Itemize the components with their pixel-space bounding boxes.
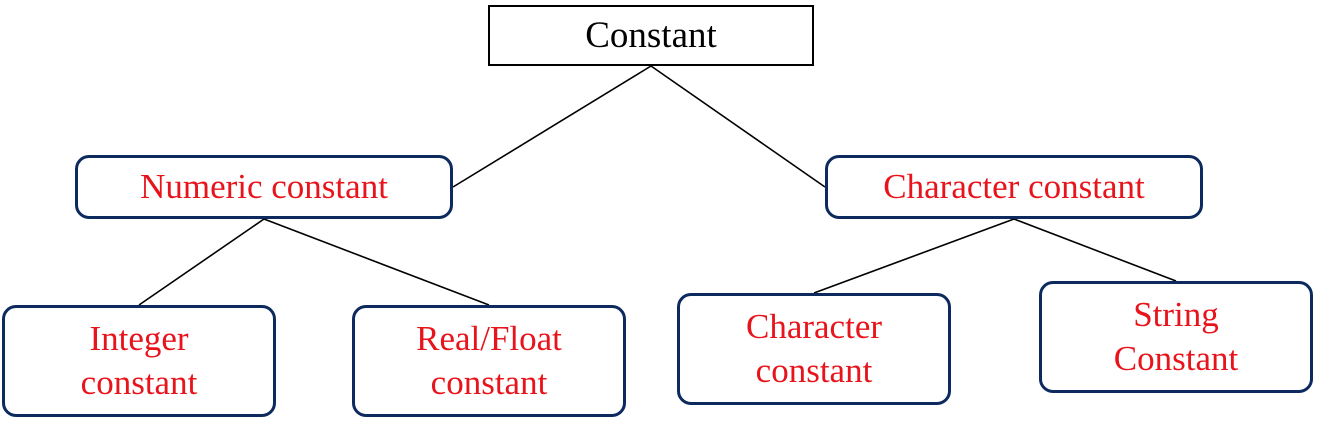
node-character-constant-label: Character constant [883,167,1145,206]
connector-numeric-to-integer [138,218,265,306]
node-real-float-constant-line2: constant [430,363,548,402]
node-character-leaf-constant-line2: constant [755,351,873,390]
node-constant-label: Constant [585,15,717,56]
node-constant: Constant [488,5,814,66]
node-integer-constant: Integer constant [2,305,276,417]
node-character-leaf-constant-line1: Character [745,307,883,346]
node-numeric-constant: Numeric constant [75,155,453,219]
connector-numeric-to-real [263,218,490,306]
connector-root-to-numeric [452,65,652,188]
node-string-constant-line1: String [1133,295,1219,334]
node-numeric-constant-label: Numeric constant [140,167,388,206]
connector-character-to-character-leaf [813,218,1015,294]
node-integer-constant-line1: Integer [89,319,189,358]
node-string-constant-line2: Constant [1113,339,1239,378]
node-real-float-constant-line1: Real/Float [416,319,562,358]
connector-character-to-string [1013,218,1177,282]
node-real-float-constant: Real/Float constant [352,305,626,417]
node-integer-constant-line2: constant [80,363,198,402]
node-character-constant: Character constant [825,155,1203,219]
node-character-leaf-constant: Character constant [677,293,951,405]
connector-root-to-character [650,65,826,188]
node-string-constant: String Constant [1039,281,1313,393]
